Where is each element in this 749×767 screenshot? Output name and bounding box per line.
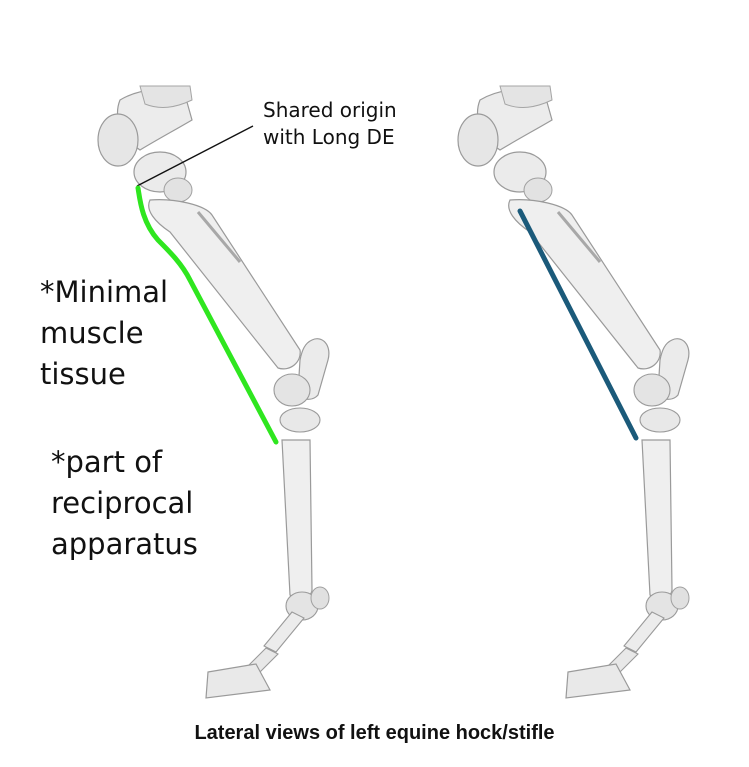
minimal-muscle-note: *Minimal muscle tissue xyxy=(40,272,200,395)
callout-line-2: with Long DE xyxy=(263,124,433,151)
note-reciprocal-line-2: reciprocal xyxy=(51,483,241,524)
shared-origin-callout: Shared origin with Long DE xyxy=(263,97,433,151)
figure-caption: Lateral views of left equine hock/stifle xyxy=(0,722,749,745)
note-minimal-line-1: *Minimal xyxy=(40,272,200,313)
note-minimal-line-3: tissue xyxy=(40,354,200,395)
right-skeleton-figure xyxy=(458,86,689,698)
callout-line-1: Shared origin xyxy=(263,97,433,124)
note-reciprocal-line-3: apparatus xyxy=(51,524,241,565)
note-minimal-line-2: muscle xyxy=(40,313,200,354)
note-reciprocal-line-1: *part of xyxy=(51,442,241,483)
reciprocal-apparatus-note: *part of reciprocal apparatus xyxy=(51,442,241,565)
